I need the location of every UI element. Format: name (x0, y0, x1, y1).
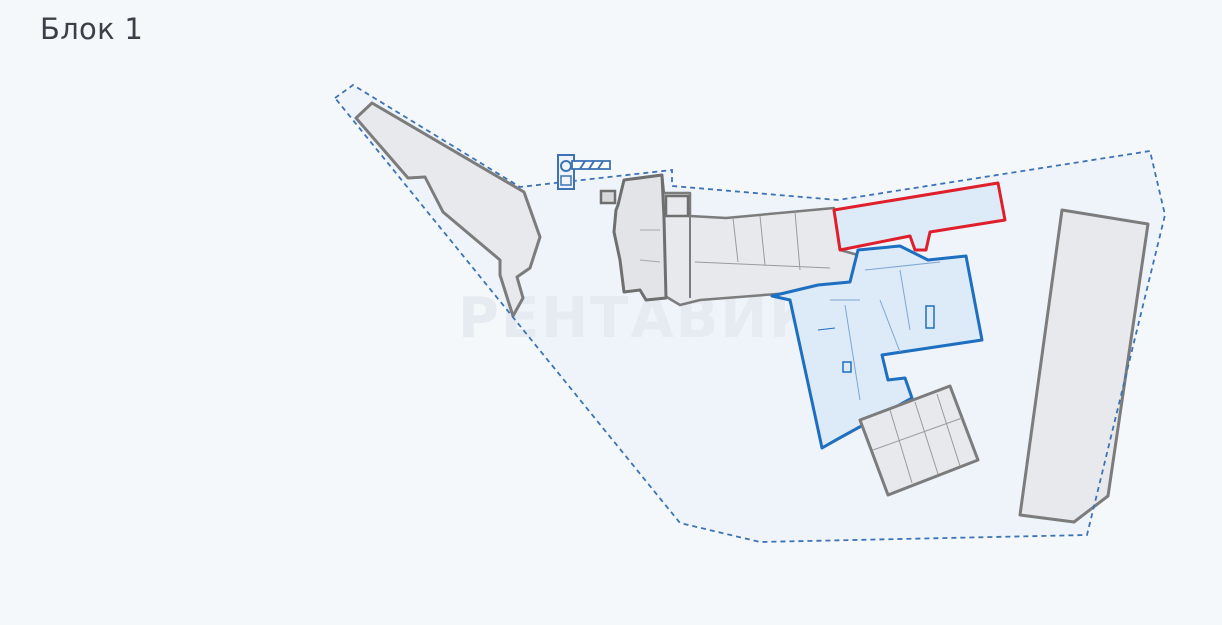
barrier-gate-icon (557, 154, 611, 190)
building-west[interactable] (354, 101, 542, 318)
premises-red[interactable] (832, 181, 1007, 252)
territory-boundary (333, 83, 1166, 543)
premises-blue[interactable] (770, 244, 984, 450)
building-east[interactable] (1018, 208, 1150, 524)
page-title: Блок 1 (40, 12, 144, 46)
building-central[interactable] (599, 173, 860, 307)
building-south[interactable] (858, 384, 980, 497)
